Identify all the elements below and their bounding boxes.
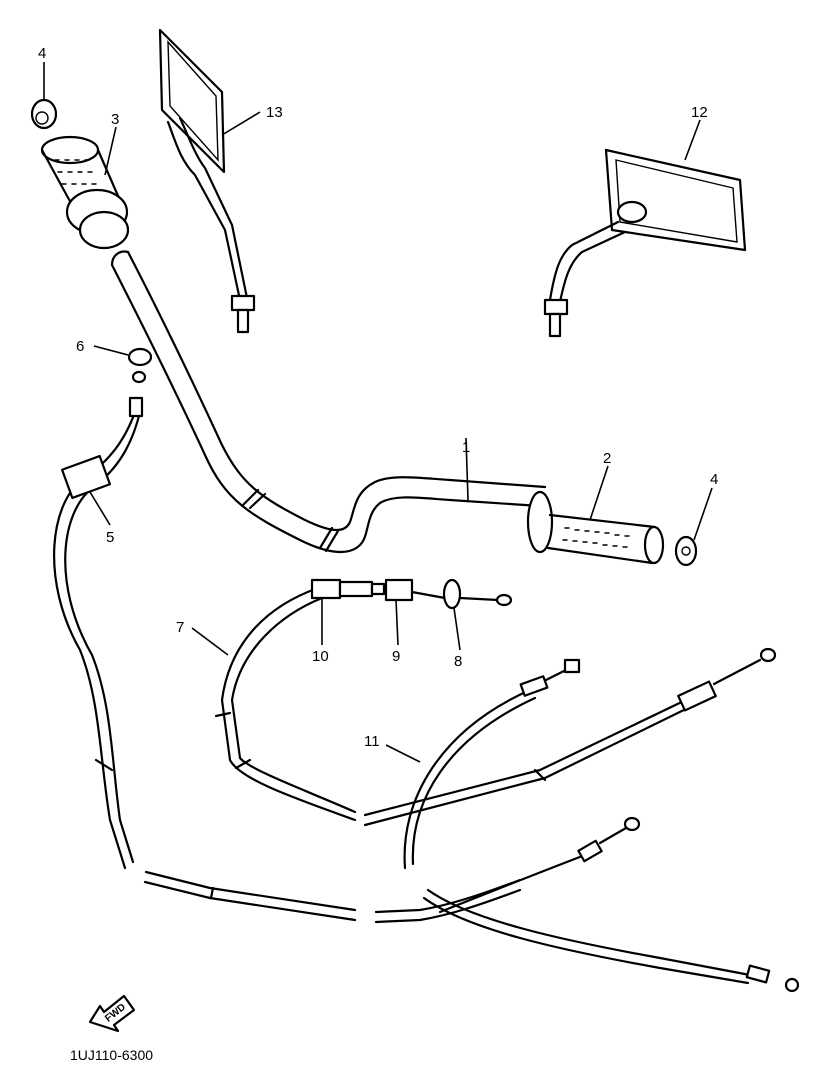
left-grip — [40, 135, 130, 250]
callout-2: 2 — [603, 450, 611, 467]
right-grip — [526, 490, 665, 565]
callout-leaders — [43, 62, 713, 763]
callout-4-right: 4 — [710, 471, 718, 488]
callout-10: 10 — [312, 648, 329, 665]
lower-cable — [143, 870, 522, 924]
fwd-arrow: FWD — [88, 994, 136, 1033]
callout-5: 5 — [106, 529, 114, 546]
locknut-8 — [442, 578, 513, 610]
callout-13: 13 — [266, 104, 283, 121]
callout-numbers: 4 3 13 12 6 5 1 2 4 7 10 9 8 11 — [38, 45, 718, 750]
document-number: 1UJ110-6300 — [70, 1047, 153, 1063]
cable-guide-6 — [127, 347, 153, 384]
callout-12: 12 — [691, 104, 708, 121]
callout-9: 9 — [392, 648, 400, 665]
cable-7 — [214, 586, 357, 822]
cable-short — [422, 816, 800, 993]
callout-4: 4 — [38, 45, 46, 62]
adjuster-9 — [384, 578, 447, 602]
callout-6: 6 — [76, 338, 84, 355]
callout-8: 8 — [454, 653, 462, 670]
adjuster-10 — [310, 578, 386, 600]
callout-7: 7 — [176, 619, 184, 636]
callout-11: 11 — [364, 733, 380, 750]
grip-end-left — [30, 98, 58, 130]
cable-11a — [363, 647, 777, 827]
mirror-right — [543, 148, 747, 338]
handlebar — [110, 250, 547, 554]
cable-11b — [403, 658, 581, 870]
callout-1: 1 — [462, 439, 470, 456]
mirror-left — [158, 28, 256, 334]
callout-3: 3 — [111, 111, 119, 128]
throttle-cable — [53, 396, 144, 870]
grip-end-right — [674, 535, 698, 567]
